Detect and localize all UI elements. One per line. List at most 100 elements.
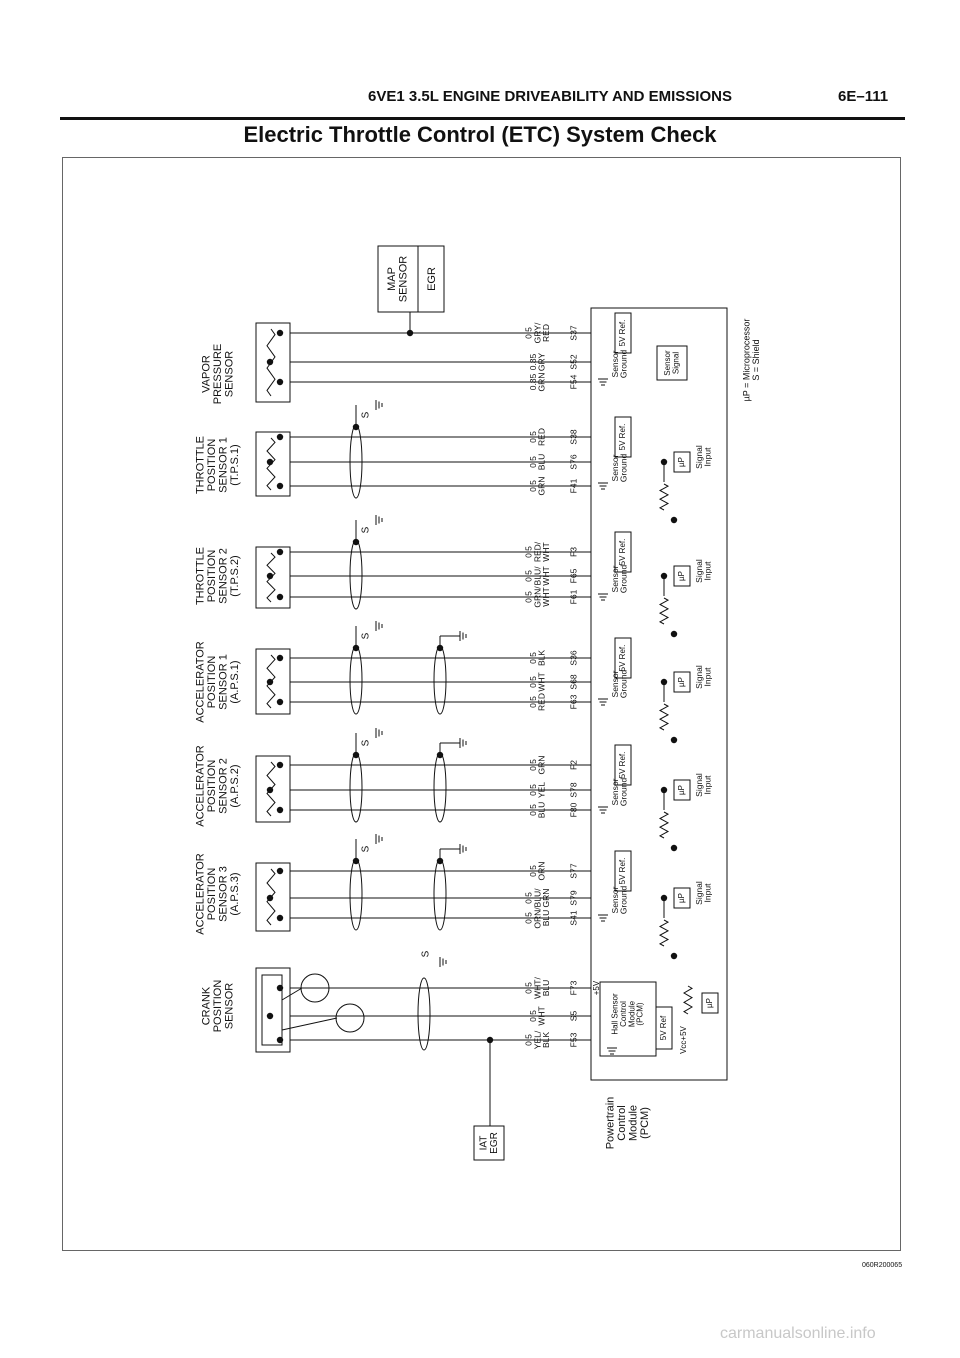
legend-line: µP = Microprocessor — [742, 319, 752, 402]
hall-control-label-line: Module — [627, 1000, 636, 1027]
sensor-ground-label-line: Ground — [619, 565, 629, 594]
wire-color-label-line: WHT — [541, 566, 551, 585]
shield-icon — [433, 858, 447, 931]
pcm-label-line: Control — [616, 1105, 628, 1140]
page-title: Electric Throttle Control (ETC) System C… — [243, 122, 717, 147]
pin-label-line: S37 — [568, 325, 578, 340]
ref-box — [614, 312, 632, 354]
map-junction — [406, 329, 414, 337]
shield-icon — [433, 645, 447, 715]
wire-color-label-line: 0.5 — [528, 480, 538, 492]
signal-input-label-line: Input — [703, 667, 713, 687]
pin-label-line: S76 — [568, 454, 578, 469]
shield-icon — [349, 752, 363, 823]
ref-label-line: 5V Ref. — [618, 858, 627, 885]
map-sensor-label-line: SENSOR — [398, 256, 410, 303]
pin-label-line: F61 — [568, 589, 578, 604]
wire-color-label-line: GRN/ — [532, 586, 542, 608]
sensor-label-2-line: SENSOR 2 — [218, 548, 230, 604]
wire-color-label-line: 0.5 — [528, 696, 538, 708]
shield-label: S — [361, 739, 372, 746]
shield-icon — [349, 858, 363, 931]
pin-label-line: S5 — [568, 1011, 578, 1022]
sensor-signal-label-line: Sensor — [663, 350, 672, 376]
resistor-icon — [658, 703, 670, 731]
sensor-label-4-line: SENSOR 2 — [218, 758, 230, 814]
pin-label-line: F53 — [568, 1032, 578, 1047]
sensor-ground-label-line: Ground — [619, 670, 629, 699]
wire-color-label-line: WHT — [537, 672, 547, 691]
pin-label: F53 — [568, 1032, 578, 1047]
wire-color-label-line: 0.5 — [523, 546, 533, 558]
sensor-ground-label-line: Sensor — [610, 886, 620, 913]
ground-icon — [598, 806, 608, 814]
wiper-junction — [266, 894, 274, 902]
wire-color-label-line: 0.5 — [528, 676, 538, 688]
wire-color-label-line: RED — [537, 693, 547, 711]
plus5v-label: +5V — [592, 980, 601, 995]
pin-label-line: F73 — [568, 980, 578, 995]
sensor-ground-label-line: Sensor — [610, 454, 620, 481]
pin-label-line: F2 — [568, 760, 578, 770]
sensor-label-6-line: POSITION — [212, 980, 224, 1033]
pin-label-line: F54 — [568, 374, 578, 389]
ref-label: 5V Ref. — [618, 752, 627, 779]
wiper-junction — [276, 698, 284, 706]
ground-icon — [375, 400, 383, 410]
ref5v-label-line: 5V Ref — [659, 1015, 668, 1040]
hall-control-label-line: Hall Sensor — [611, 993, 620, 1035]
signal-input-label-line: Signal — [694, 665, 704, 689]
ref-label-line: 5V Ref. — [618, 645, 627, 672]
sensor-label-0-line: PRESSURE — [212, 344, 224, 405]
shield-label-line: S — [361, 845, 372, 852]
header-rule — [60, 117, 905, 120]
pcm-label-line: (PCM) — [639, 1107, 651, 1139]
map-egr-label: EGR — [426, 267, 438, 291]
pcm-box — [590, 307, 728, 1081]
micro-label: µP — [705, 998, 714, 1008]
wire-color-label-line: 0.5 — [523, 327, 533, 339]
ground-icon — [598, 593, 608, 601]
sensor-box-2 — [255, 546, 291, 609]
ground-icon — [598, 482, 608, 490]
ref-label-line: 5V Ref. — [618, 424, 627, 451]
micro-label-line: µP — [677, 785, 686, 795]
wiper-junction — [266, 358, 274, 366]
wire-color-label-line: 0.5 — [523, 982, 533, 994]
sensor-ground-label-line: Ground — [619, 454, 629, 483]
hall-control-label-line: (PCM) — [636, 1002, 645, 1025]
wire-color-label-line: 0.5 — [523, 912, 533, 924]
ref-label: 5V Ref. — [618, 645, 627, 672]
ref5v-box — [655, 1006, 673, 1050]
micro-label: µP — [677, 457, 686, 467]
wire-color-label-line: RED/ — [532, 541, 542, 562]
wiper-junction — [276, 482, 284, 490]
signal-input-label-line: Input — [703, 883, 713, 903]
wire-color-label-line: GRN — [541, 889, 551, 908]
pin-label: F61 — [568, 589, 578, 604]
wiper-junction — [276, 761, 284, 769]
signal-input-label-line: Signal — [694, 773, 704, 797]
wire-color-label-line: 0.5 — [528, 784, 538, 796]
wire-color-label-line: BLU — [541, 910, 551, 927]
wire-color-label-line: WHT — [537, 1006, 547, 1025]
pin-label: S41 — [568, 910, 578, 925]
ref-label: 5V Ref. — [618, 539, 627, 566]
wire-color-label-line: 0.5 — [528, 804, 538, 816]
ground-icon — [459, 844, 467, 854]
